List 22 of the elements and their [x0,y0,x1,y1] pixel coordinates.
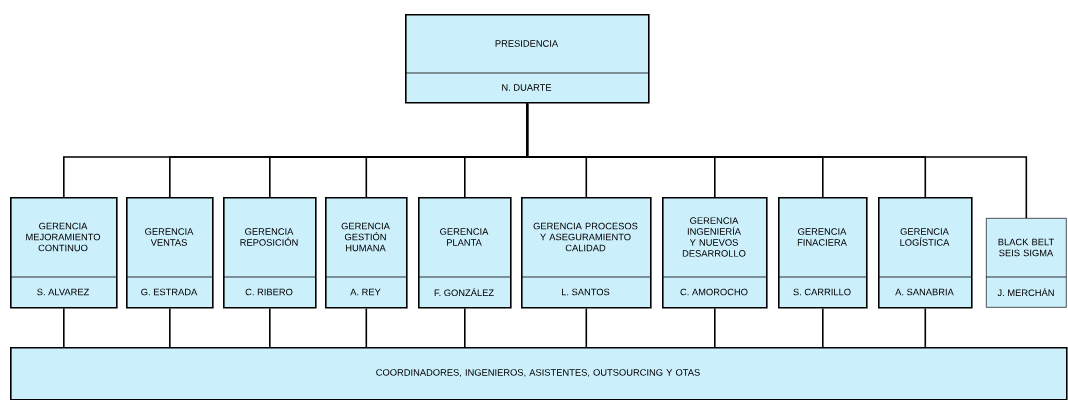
org-box: GERENCIA REPOSICIÓN C. RIBERO [222,197,317,309]
org-box: GERENCIA VENTAS G. ESTRADA [125,197,214,309]
org-box: GERENCIA GESTIÓN HUMANA A. REY [324,197,408,309]
connector-line [269,307,271,348]
org-box: GERENCIA FINACIERA S. CARRILLO [777,197,868,309]
connector-line [822,307,824,348]
org-box: GERENCIA PLANTA F. GONZÁLEZ [417,197,512,309]
org-box: GERENCIA INGENIERÍA Y NUEVOS DESARROLLO C. AMOROCHO [661,197,768,309]
org-box: GERENCIA PROCESOS Y ASEGURAMIENTO CALIDAD L. SANTOS [520,197,652,309]
connector-line [169,307,171,348]
connector-line [464,307,466,348]
connector-line [585,307,588,348]
org-box: GERENCIA LOGÍSTICA A. SANABRIA [877,197,973,309]
connector-line [63,307,65,348]
connector-line [365,307,368,348]
connector-line [924,307,927,348]
connector-line [526,102,1028,219]
org-box: BLACK BELT SEIS SIGMA J. MERCHÁN [985,218,1067,308]
connector-line [714,307,716,348]
org-box: GERENCIA MEJORAMIENTO CONTINUO S. ALVAREZ [9,197,118,309]
staff-box: COORDINADORES, INGENIEROS, ASISTENTES, OUTSOURCING Y OTAS [10,347,1068,400]
org-box: PRESIDENCIA N. DUARTE [404,14,650,104]
